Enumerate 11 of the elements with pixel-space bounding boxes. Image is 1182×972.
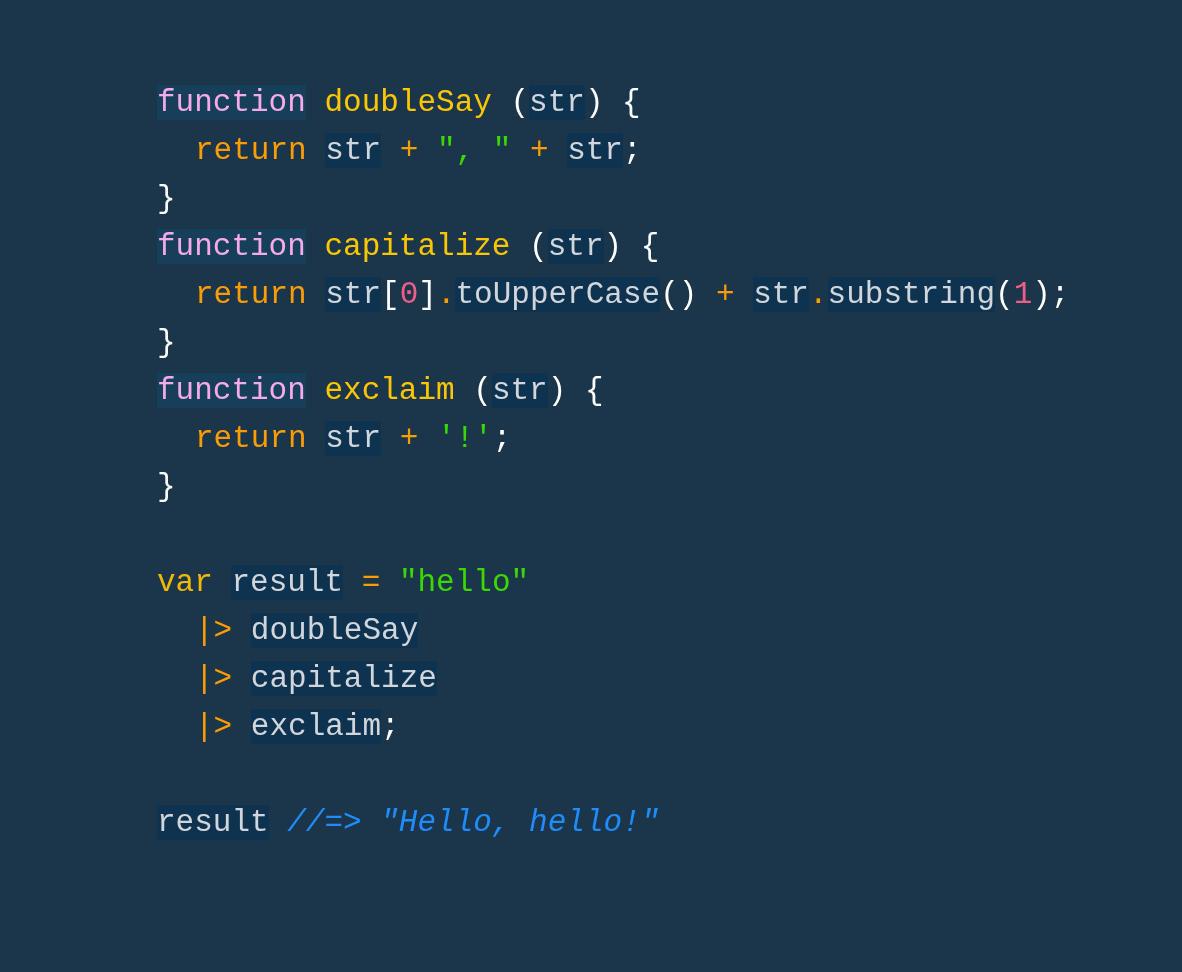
code-line: return str[0].toUpperCase() + str.substring(1); (195, 276, 1070, 314)
code-line: function exclaim (str) { (157, 372, 604, 410)
code-line: result //=> "Hello, hello!" (157, 804, 660, 842)
code-line: return str + ", " + str; (195, 132, 642, 170)
code-line: var result = "hello" (157, 564, 530, 602)
code-line: function capitalize (str) { (157, 228, 660, 266)
code-line: function doubleSay (str) { (157, 84, 641, 122)
code-line: } (157, 180, 176, 218)
code-line: } (157, 324, 176, 362)
code-line: return str + '!'; (195, 420, 512, 458)
code-line: } (157, 468, 176, 506)
